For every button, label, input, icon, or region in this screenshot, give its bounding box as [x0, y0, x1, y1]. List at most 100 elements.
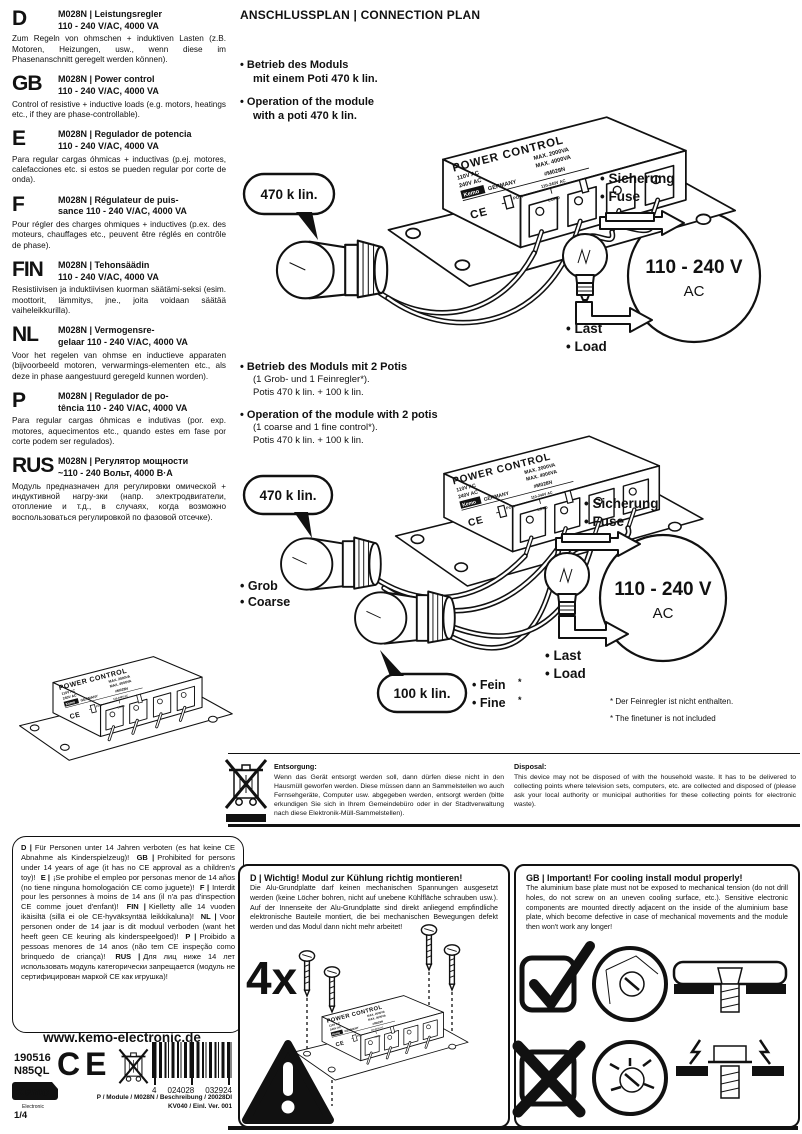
lang-code: E [12, 127, 26, 151]
poti-value-coarse: 470 k lin. [259, 488, 316, 503]
svg-text:Electronic: Electronic [22, 1104, 44, 1110]
document-info: P / Module / M028N / Beschreibung / 2002… [96, 1094, 232, 1110]
disposal-en: Disposal:This device may not be disposed… [514, 762, 796, 808]
poti-value-fine: 100 k lin. [393, 686, 450, 701]
module-photo [18, 655, 234, 762]
bubble-pointer [294, 512, 312, 538]
section-body: Voor het regelen van ohmse en inductieve… [12, 350, 226, 381]
mains-voltage: 110 - 240 V [645, 257, 743, 278]
load-label-de: • Last [545, 648, 582, 663]
bubble-pointer [296, 212, 318, 240]
bullet-two-potis-de: Betrieb des Moduls mit 2 Potis (1 Grob- … [240, 360, 407, 400]
section-body: Pour régler des charges ohmiques + induc… [12, 220, 226, 250]
load-arrow [575, 301, 653, 333]
mains-voltage: 110 - 240 V [614, 579, 712, 600]
load-arrow [558, 615, 629, 647]
mains-ac: AC [684, 283, 705, 300]
ce-mark: CE [57, 1046, 112, 1082]
section-body: Zum Regeln von ohmschen + induktiven Las… [12, 34, 226, 65]
lang-section-rus: RUS M028N | Регулятор мощности~110 - 240… [12, 455, 226, 523]
mains-circle [598, 533, 728, 663]
weee-disposal-icon [224, 758, 268, 822]
warning-triangle-icon [242, 1040, 334, 1124]
section-body: Control of resistive + inductive loads (… [12, 99, 226, 120]
lang-code: NL [12, 323, 39, 347]
section-body: Resistiivisen ja induktiivisen kuorman s… [12, 285, 226, 316]
fuse-label-de: • Sicherung [584, 496, 659, 511]
poti-value: 470 k lin. [260, 187, 317, 202]
lang-section-p: P M028N | Regulador de po-tência 110 - 2… [12, 390, 226, 447]
screw-damage-circle-icon [592, 1040, 668, 1116]
batch-codes: 190516 N85QL [14, 1052, 51, 1078]
section-body: Para regular cargas óhmicas e indutivas … [12, 416, 226, 446]
fine-label-de: • Fein [472, 678, 506, 692]
poti-value-bubble [242, 172, 336, 216]
section-title: M028N | Регулятор мощности~110 - 240 Вол… [58, 456, 189, 478]
section-title: M028N | Régulateur de puis-sance 110 - 2… [58, 194, 187, 217]
page-title: ANSCHLUSSPLAN | CONNECTION PLAN [240, 8, 481, 22]
poti-value-bubble [242, 474, 334, 516]
checkmark-icon [519, 941, 595, 1013]
cross-icon [512, 1040, 586, 1118]
footnote-de: * Der Feinregler ist nicht enthalten. [610, 697, 734, 706]
divider [228, 753, 800, 755]
website: www.kemo-electronic.de [43, 1030, 201, 1045]
screw-count: 4x [246, 952, 298, 1004]
mounting-dos-donts [512, 941, 788, 1118]
lang-code: RUS [12, 454, 54, 478]
section-title: M028N | Regulador de po-tência 110 - 240… [58, 390, 188, 413]
mains-ac: AC [653, 605, 674, 622]
weee-icon-small [118, 1048, 149, 1085]
section-body: Para regular cargas óhmicas + inductivas… [12, 154, 226, 185]
lang-section-f: F M028N | Régulateur de puis-sance 110 -… [12, 194, 226, 251]
bubble-pointer [380, 650, 404, 676]
section-body: Модуль предназначен для регулировки омич… [12, 481, 226, 522]
section-title: M028N | Vermogensre-gelaar 110 - 240 V/A… [58, 325, 188, 348]
connection-diagram-two-potis: 470 k lin. • Grob • Coarse 100 k lin. • … [240, 440, 728, 714]
asterisk: * [518, 695, 522, 705]
age-restriction-box: D |Für Personen unter 14 Jahren verboten… [12, 836, 244, 1033]
connection-diagram-one-poti: POWER CONTROL 110V AC MAX. 2000VA 240V A… [242, 86, 762, 354]
bullet-one-poti-de: Betrieb des Moduls mit einem Poti 470 k … [240, 58, 378, 87]
page-number: 1/4 [14, 1110, 28, 1121]
coarse-label-de: • Grob [240, 579, 278, 593]
lang-section-nl: NL M028N | Vermogensre-gelaar 110 - 240 … [12, 324, 226, 381]
lang-code: GB [12, 72, 43, 96]
raised-screw-profile-icon [676, 1039, 784, 1099]
lang-code: FIN [12, 258, 44, 282]
mounting-illustration: 4x [242, 924, 470, 1124]
load-label-en: • Load [566, 339, 607, 354]
load-label-en: • Load [545, 666, 586, 681]
lang-code: F [12, 192, 25, 216]
divider [228, 824, 800, 827]
kemo-logo: Kemo Electronic [12, 1082, 58, 1110]
fuse-label-en: • Fuse [584, 514, 624, 529]
disposal-de: Entsorgung:Wenn das Gerät entsorgt werde… [274, 762, 504, 817]
lang-code: P [12, 388, 26, 412]
fine-label-en: • Fine [472, 696, 506, 710]
fuse-label-de: • Sicherung [600, 171, 675, 186]
bullet-one-poti-en: Operation of the module with a poti 470 … [240, 95, 374, 124]
asterisk: * [518, 677, 522, 687]
coarse-label-en: • Coarse [240, 595, 290, 609]
flush-screw-profile-icon [672, 960, 788, 1013]
bottom-bar [228, 1126, 798, 1130]
svg-text:Kemo: Kemo [16, 1085, 49, 1099]
fuse-label-en: • Fuse [600, 189, 640, 204]
bullet-two-potis-en: Operation of the module with 2 potis (1 … [240, 408, 438, 448]
poti-value-bubble [376, 672, 468, 714]
load-label-de: • Last [566, 321, 603, 336]
footnote-en: * The finetuner is not included [610, 714, 716, 723]
